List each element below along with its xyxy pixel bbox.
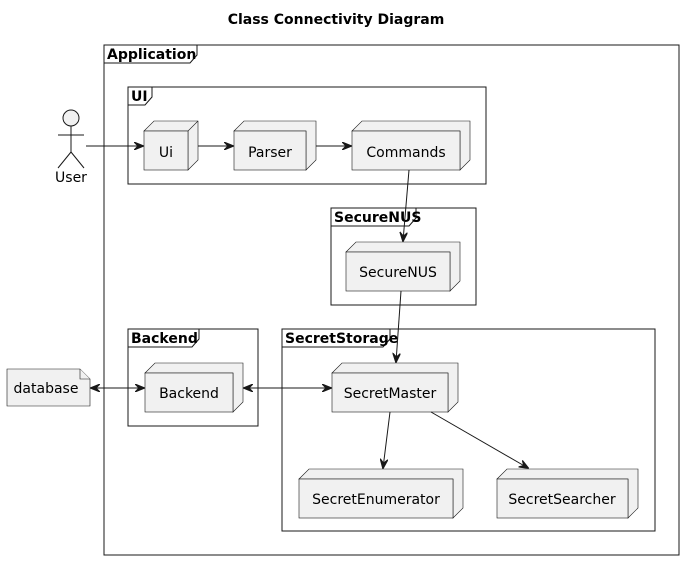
actor-user[interactable]: User (55, 109, 87, 186)
frame-securenus: SecureNUS (330, 207, 477, 306)
node-ui[interactable]: Ui (143, 120, 199, 171)
edge-secretmaster-to-secretsearcher (430, 411, 528, 468)
node-backend-label: Backend (159, 386, 219, 402)
frame-secretstorage: SecretStorage (281, 328, 656, 532)
node-secretsearcher[interactable]: SecretSearcher (496, 468, 639, 519)
node-secretmaster[interactable]: SecretMaster (331, 362, 459, 413)
node-secretenumerator[interactable]: SecretEnumerator (298, 468, 464, 519)
node-securenus[interactable]: SecureNUS (345, 241, 461, 292)
frame-backend: Backend (127, 328, 259, 427)
node-backend[interactable]: Backend (144, 362, 244, 413)
node-secretsearcher-label: SecretSearcher (508, 492, 615, 508)
node-secretmaster-label: SecretMaster (344, 386, 437, 402)
node-ui-label: Ui (159, 145, 173, 161)
node-parser-label: Parser (248, 145, 292, 161)
frame-securenus-title: SecureNUS (334, 210, 421, 226)
diagram-title: Class Connectivity Diagram (228, 12, 445, 28)
node-commands-label: Commands (366, 145, 445, 161)
file-database-label: database (14, 381, 79, 397)
edge-secretmaster-to-secretenumerator (383, 411, 391, 468)
frame-secretstorage-title: SecretStorage (285, 331, 398, 347)
edge-securenus-to-secretmaster (396, 290, 402, 362)
actor-user-icon (62, 109, 80, 127)
edge-commands-to-securenus (403, 169, 410, 241)
file-database[interactable]: database (6, 368, 91, 407)
node-parser[interactable]: Parser (233, 120, 317, 171)
frame-ui: UI (127, 86, 487, 185)
node-secretenumerator-label: SecretEnumerator (312, 492, 440, 508)
node-commands[interactable]: Commands (351, 120, 471, 171)
frame-backend-title: Backend (131, 331, 198, 347)
frame-application: Application (103, 44, 680, 556)
node-securenus-label: SecureNUS (359, 265, 437, 281)
frame-ui-title: UI (131, 89, 148, 105)
file-database-icon (6, 368, 91, 407)
frame-application-title: Application (107, 47, 196, 63)
actor-user-label: User (55, 170, 87, 186)
